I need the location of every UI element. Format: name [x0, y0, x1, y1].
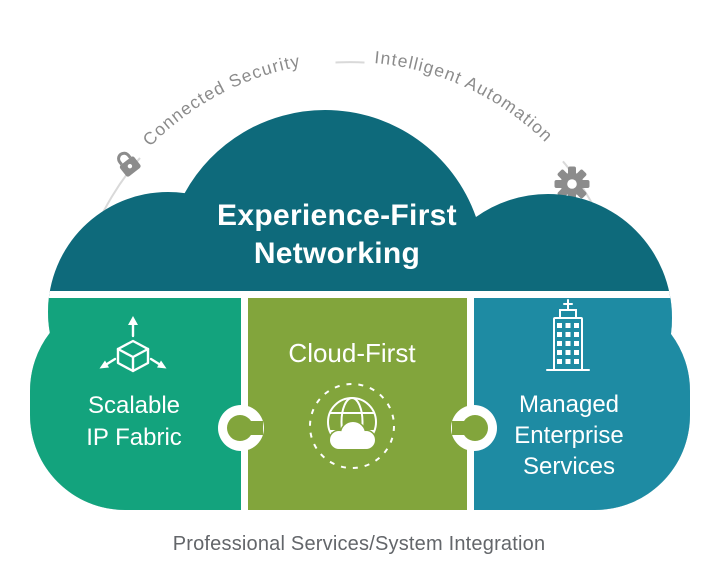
cloud-title-line1: Experience-First — [217, 199, 457, 232]
arc-mask-left — [127, 45, 337, 170]
puzzle-knob-left — [227, 415, 253, 441]
piece-left-label-line1: Scalable — [87, 392, 181, 419]
globe-cloud-icon — [309, 383, 395, 469]
cloud-title: Experience-First Networking — [137, 197, 537, 273]
building-windows — [557, 323, 579, 364]
piece-scalable-ip-fabric — [30, 298, 241, 510]
piece-left-label-line2: IP Fabric — [86, 424, 182, 451]
piece-cloud-first — [248, 298, 467, 510]
enterprise-building-icon — [546, 299, 590, 371]
arc-mask-right — [363, 45, 577, 173]
caption: Professional Services/System Integration — [172, 533, 546, 555]
lock-icon — [117, 151, 141, 177]
piece-left-label: Scalable IP Fabric — [34, 390, 234, 454]
cloud-title-line2: Networking — [253, 237, 421, 270]
piece-right-label-line1: Managed — [518, 391, 620, 418]
piece-middle-label: Cloud-First — [288, 338, 416, 368]
gear-icon — [554, 166, 590, 202]
puzzle-knob-right — [462, 415, 488, 441]
dashed-ring — [309, 383, 395, 469]
piece-right-label-line2: Enterprise — [514, 422, 624, 449]
scale-out-cube-icon — [99, 316, 167, 373]
piece-right-label-line3: Services — [522, 453, 616, 480]
piece-right-label: Managed Enterprise Services — [469, 389, 669, 482]
